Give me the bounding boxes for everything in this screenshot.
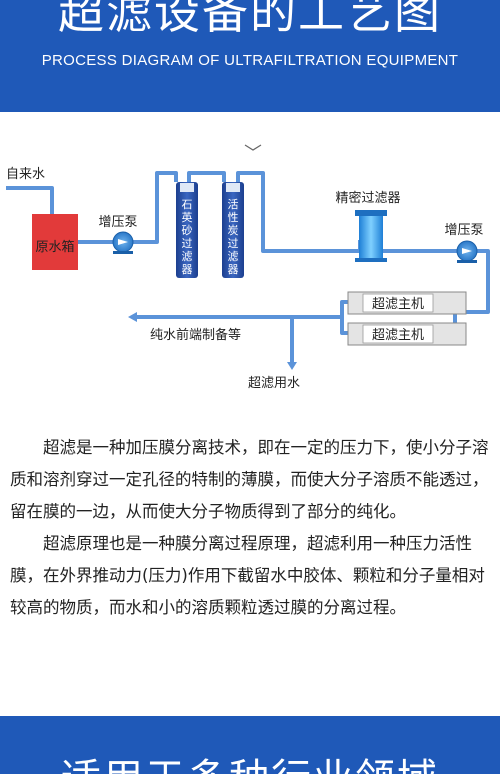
booster-pump-1-icon bbox=[112, 231, 134, 254]
pure-water-label: 纯水前端制备等 bbox=[150, 327, 241, 343]
pipe-precision-to-pump bbox=[378, 240, 458, 253]
pump-1-label: 增压泵 bbox=[98, 215, 137, 230]
flow-arrows bbox=[128, 312, 297, 370]
description: 超滤是一种加压膜分离技术，即在一定的压力下，使小分子溶质和溶剂穿过一定孔径的特制… bbox=[10, 432, 494, 624]
uf-unit-2 bbox=[347, 322, 467, 346]
filter-label-char: 滤 bbox=[228, 250, 239, 263]
filter-label-char: 砂 bbox=[182, 224, 193, 237]
raw-tank-label: 原水箱 bbox=[35, 239, 74, 255]
pipe-quartz-to-carbon bbox=[187, 171, 226, 182]
description-paragraph-2: 超滤原理也是一种膜分离过程原理，超滤利用一种压力活性膜，在外界推动力(压力)作用… bbox=[10, 534, 485, 617]
footer-title: 适用于多种行业领域 bbox=[0, 754, 500, 774]
uf-unit-1 bbox=[347, 291, 467, 315]
filter-label-char: 英 bbox=[182, 210, 193, 224]
tap-water-label: 自来水 bbox=[6, 167, 45, 182]
header-banner: 超滤设备的工艺图 PROCESS DIAGRAM OF ULTRAFILTRAT… bbox=[0, 0, 500, 112]
filter-label-char: 器 bbox=[182, 263, 193, 276]
filter-label-char: 性 bbox=[228, 210, 239, 224]
pipe-pump-to-uf bbox=[466, 249, 490, 314]
pump-2-label: 增压泵 bbox=[444, 223, 483, 238]
uf-water-label: 超滤用水 bbox=[248, 376, 300, 391]
pipe-pump-to-quartz bbox=[132, 171, 178, 244]
precision-filter-label: 精密过滤器 bbox=[335, 190, 400, 206]
filter-label-char: 器 bbox=[228, 263, 239, 276]
activated-carbon-filter bbox=[222, 182, 244, 278]
booster-pump-2-icon bbox=[456, 240, 478, 263]
precision-filter bbox=[355, 210, 387, 262]
description-paragraph-1: 超滤是一种加压膜分离技术，即在一定的压力下，使小分子溶质和溶剂穿过一定孔径的特制… bbox=[10, 438, 489, 521]
filter-label-char: 活 bbox=[228, 198, 239, 211]
filter-label-char: 滤 bbox=[182, 250, 193, 263]
footer-banner: 适用于多种行业领域 bbox=[0, 716, 500, 774]
uf-unit-2-label: 超滤主机 bbox=[372, 328, 424, 343]
uf-unit-1-label: 超滤主机 bbox=[372, 297, 424, 312]
raw-water-tank bbox=[32, 214, 78, 270]
pipe-tap-to-tank bbox=[6, 186, 54, 214]
page-title: 超滤设备的工艺图 bbox=[58, 0, 442, 39]
filter-label-char: 过 bbox=[182, 237, 193, 250]
filter-label-char: 石 bbox=[182, 198, 193, 211]
filter-label-char: 炭 bbox=[228, 224, 239, 237]
filter-label-char: 过 bbox=[228, 237, 239, 250]
chevron-down-icon bbox=[244, 144, 262, 151]
page-subtitle: PROCESS DIAGRAM OF ULTRAFILTRATION EQUIP… bbox=[41, 52, 459, 69]
quartz-sand-filter bbox=[176, 182, 198, 278]
pipe-carbon-to-precision bbox=[236, 171, 362, 253]
